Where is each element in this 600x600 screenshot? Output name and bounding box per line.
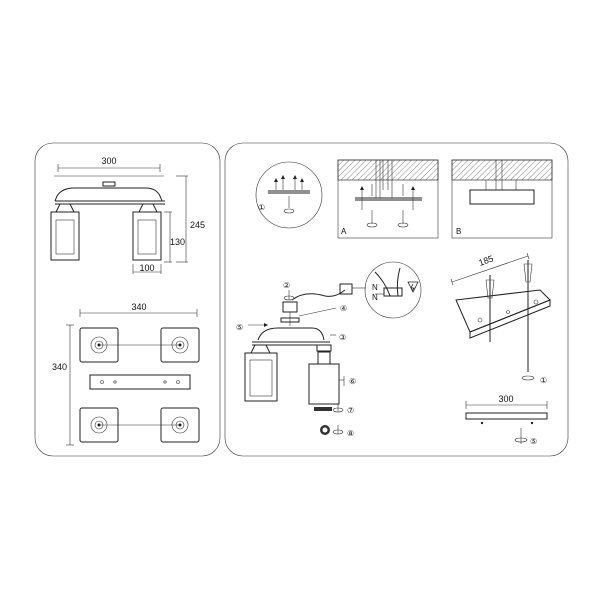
wire-n-label-2: N (372, 293, 378, 302)
dim-shade-width: 100 (139, 263, 154, 273)
dim-plate-length: 300 (498, 394, 513, 404)
main-assembly: ② ④ ⑤ ③ ⑥ ⑦ (236, 281, 366, 438)
dim-top-height: 340 (52, 362, 67, 372)
right-panel-frame (224, 142, 569, 457)
wiring-detail: N N (364, 261, 422, 319)
front-view: 300 245 130 100 (50, 156, 205, 274)
dim-wall-length: 185 (477, 253, 495, 268)
step1-detail: ① (255, 161, 323, 229)
step2-label: ② (283, 281, 290, 290)
step7-label: ⑦ (347, 406, 354, 415)
step5-label: ⑤ (236, 323, 243, 332)
step6-label: ⑥ (349, 377, 356, 386)
view-b: B (451, 159, 553, 239)
view-a: A (337, 159, 439, 239)
step3-label: ③ (339, 333, 346, 342)
view-a-label: A (341, 227, 347, 236)
step4-label: ④ (340, 304, 347, 313)
view-b-label: B (456, 227, 461, 236)
dim-front-width: 300 (101, 156, 116, 166)
left-panel-frame (34, 142, 221, 457)
top-view: 340 340 (52, 302, 200, 446)
dim-front-height: 245 (190, 220, 205, 230)
dim-top-width: 340 (131, 302, 146, 312)
step1-label: ① (258, 203, 265, 212)
step1-bracket-label: ① (540, 376, 547, 385)
wire-n-label-1: N (372, 283, 378, 292)
step8-label: ⑧ (347, 429, 354, 438)
wall-bracket: 185 ① (450, 252, 551, 385)
mounting-plate: 300 ⑤ (465, 394, 548, 446)
dim-shade-height: 130 (170, 237, 185, 247)
step5-plate-label: ⑤ (530, 437, 537, 446)
